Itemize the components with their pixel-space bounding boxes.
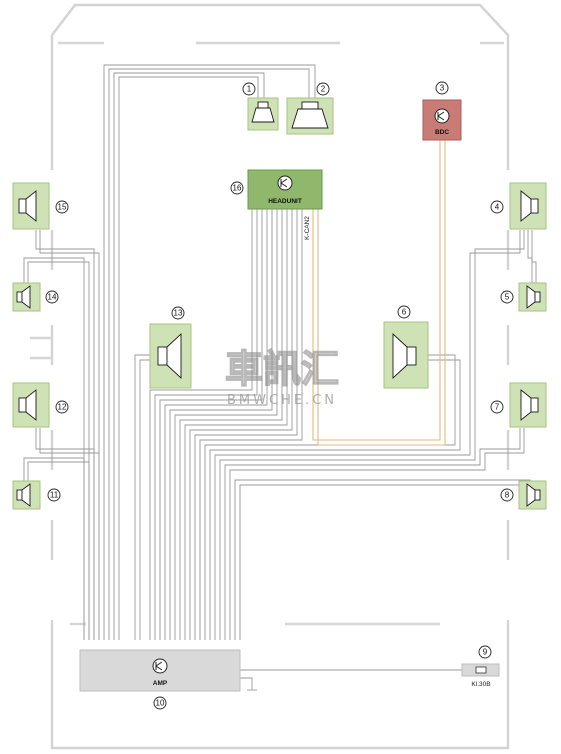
amp-module: AMP 10 — [79, 649, 241, 710]
kl30b-label: Kl.30B — [471, 681, 490, 688]
amp-number: 10 — [156, 699, 165, 708]
kl30b-fuse: Kl.30B 9 — [461, 645, 500, 688]
bdc-module: BDC 3 — [422, 81, 462, 141]
speaker-1-number: 1 — [247, 85, 252, 94]
speaker-6-number: 6 — [402, 308, 407, 317]
speaker-5: 5 — [500, 282, 547, 312]
speaker-6: 6 — [383, 305, 429, 389]
kl30b-number: 9 — [483, 648, 488, 657]
speaker-4: 4 — [490, 182, 547, 230]
wiring-harness — [23, 64, 537, 691]
headunit-module: HEADUNIT 16 K-CAN2 — [230, 169, 323, 240]
headunit-number: 16 — [233, 184, 242, 193]
bdc-label: BDC — [435, 129, 449, 136]
speaker-7-number: 7 — [495, 403, 500, 412]
speaker-5-number: 5 — [505, 293, 510, 302]
speaker-2: 2 — [286, 82, 334, 135]
speaker-15-number: 15 — [58, 203, 67, 212]
amp-label: AMP — [153, 680, 168, 687]
speaker-4-number: 4 — [495, 203, 500, 212]
speaker-14: 14 — [12, 282, 59, 312]
speaker-8: 8 — [500, 480, 547, 510]
speaker-14-number: 14 — [48, 293, 57, 302]
speaker-12: 12 — [12, 382, 69, 428]
vehicle-outline — [30, 3, 510, 750]
watermark: 車訊汇 BMWCHE.CN — [224, 346, 339, 408]
speaker-13-number: 13 — [174, 309, 183, 318]
speaker-11: 11 — [12, 480, 61, 510]
kcan2-label: K-CAN2 — [304, 216, 311, 240]
speaker-8-number: 8 — [505, 491, 510, 500]
speaker-15: 15 — [12, 182, 69, 230]
speaker-1: 1 — [242, 82, 279, 131]
watermark-sub: BMWCHE.CN — [227, 393, 337, 408]
speaker-2-number: 2 — [321, 85, 326, 94]
speaker-7: 7 — [490, 382, 547, 428]
bdc-number: 3 — [440, 84, 445, 93]
speaker-13: 13 — [149, 306, 192, 389]
watermark-main: 車訊汇 — [225, 347, 339, 391]
speaker-12-number: 12 — [58, 403, 67, 412]
headunit-label: HEADUNIT — [268, 198, 302, 205]
speaker-11-number: 11 — [50, 491, 59, 500]
